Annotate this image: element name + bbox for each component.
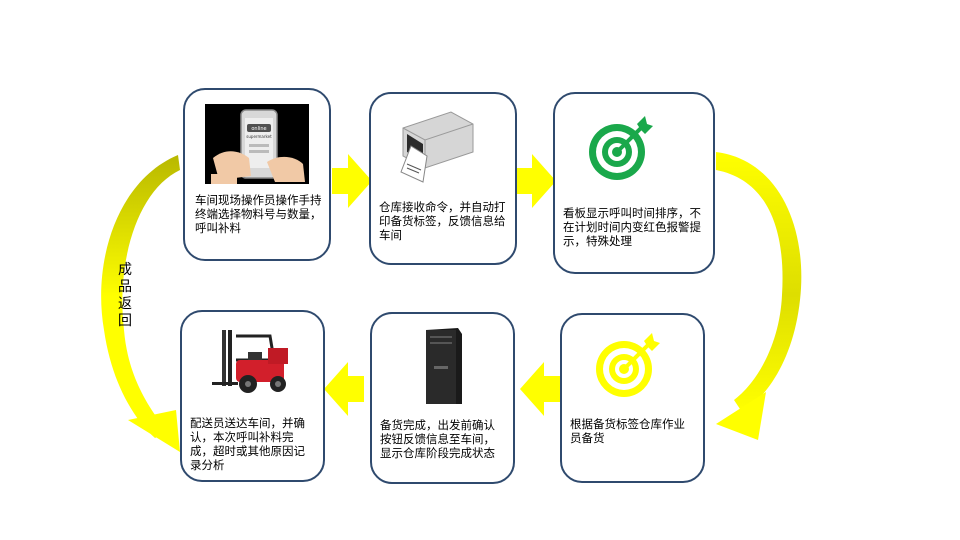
arrow-right-1 <box>332 154 372 208</box>
step-card-2: 仓库接收命令，并自动打印备货标签，反馈信息给车间 <box>369 92 517 265</box>
flow-curve-right <box>716 152 801 440</box>
step-3-text: 看板显示呼叫时间排序，不在计划时间内变红色报警提示，特殊处理 <box>563 206 711 248</box>
green-target-icon <box>585 112 655 182</box>
arrow-left-1 <box>520 362 560 416</box>
step-6-text: 配送员送达车间，并确认，本次呼叫补料完成，超时或其他原因记录分析 <box>190 416 316 472</box>
tablet-text-supermarket: supermarket <box>246 134 272 139</box>
step-card-6: 配送员送达车间，并确认，本次呼叫补料完成，超时或其他原因记录分析 <box>180 310 325 482</box>
step-4-text: 根据备货标签仓库作业员备货 <box>570 417 692 445</box>
step-card-4: 根据备货标签仓库作业员备货 <box>560 313 705 483</box>
arrow-right-2 <box>516 154 556 208</box>
tablet-online-supermarket-icon: online supermarket <box>205 104 309 184</box>
step-card-1: online supermarket 车间现场操作员操作手持终端选择物料号与数量… <box>183 88 331 261</box>
step-1-text: 车间现场操作员操作手持终端选择物料号与数量，呼叫补料 <box>195 193 323 235</box>
server-tower-icon <box>418 326 468 406</box>
step-card-5: 备货完成，出发前确认按钮反馈信息至车间，显示仓库阶段完成状态 <box>370 312 515 484</box>
side-label-product-return: 成品返回 <box>117 262 133 330</box>
return-curve-left <box>101 155 180 452</box>
step-card-3: 看板显示呼叫时间排序，不在计划时间内变红色报警提示，特殊处理 <box>553 92 715 274</box>
forklift-icon <box>208 326 298 396</box>
label-printer-icon <box>393 104 479 184</box>
step-2-text: 仓库接收命令，并自动打印备货标签，反馈信息给车间 <box>379 200 507 242</box>
step-5-text: 备货完成，出发前确认按钮反馈信息至车间，显示仓库阶段完成状态 <box>380 418 506 460</box>
tablet-text-online: online <box>251 126 266 132</box>
yellow-target-icon <box>592 329 662 399</box>
arrow-left-2 <box>324 362 364 416</box>
